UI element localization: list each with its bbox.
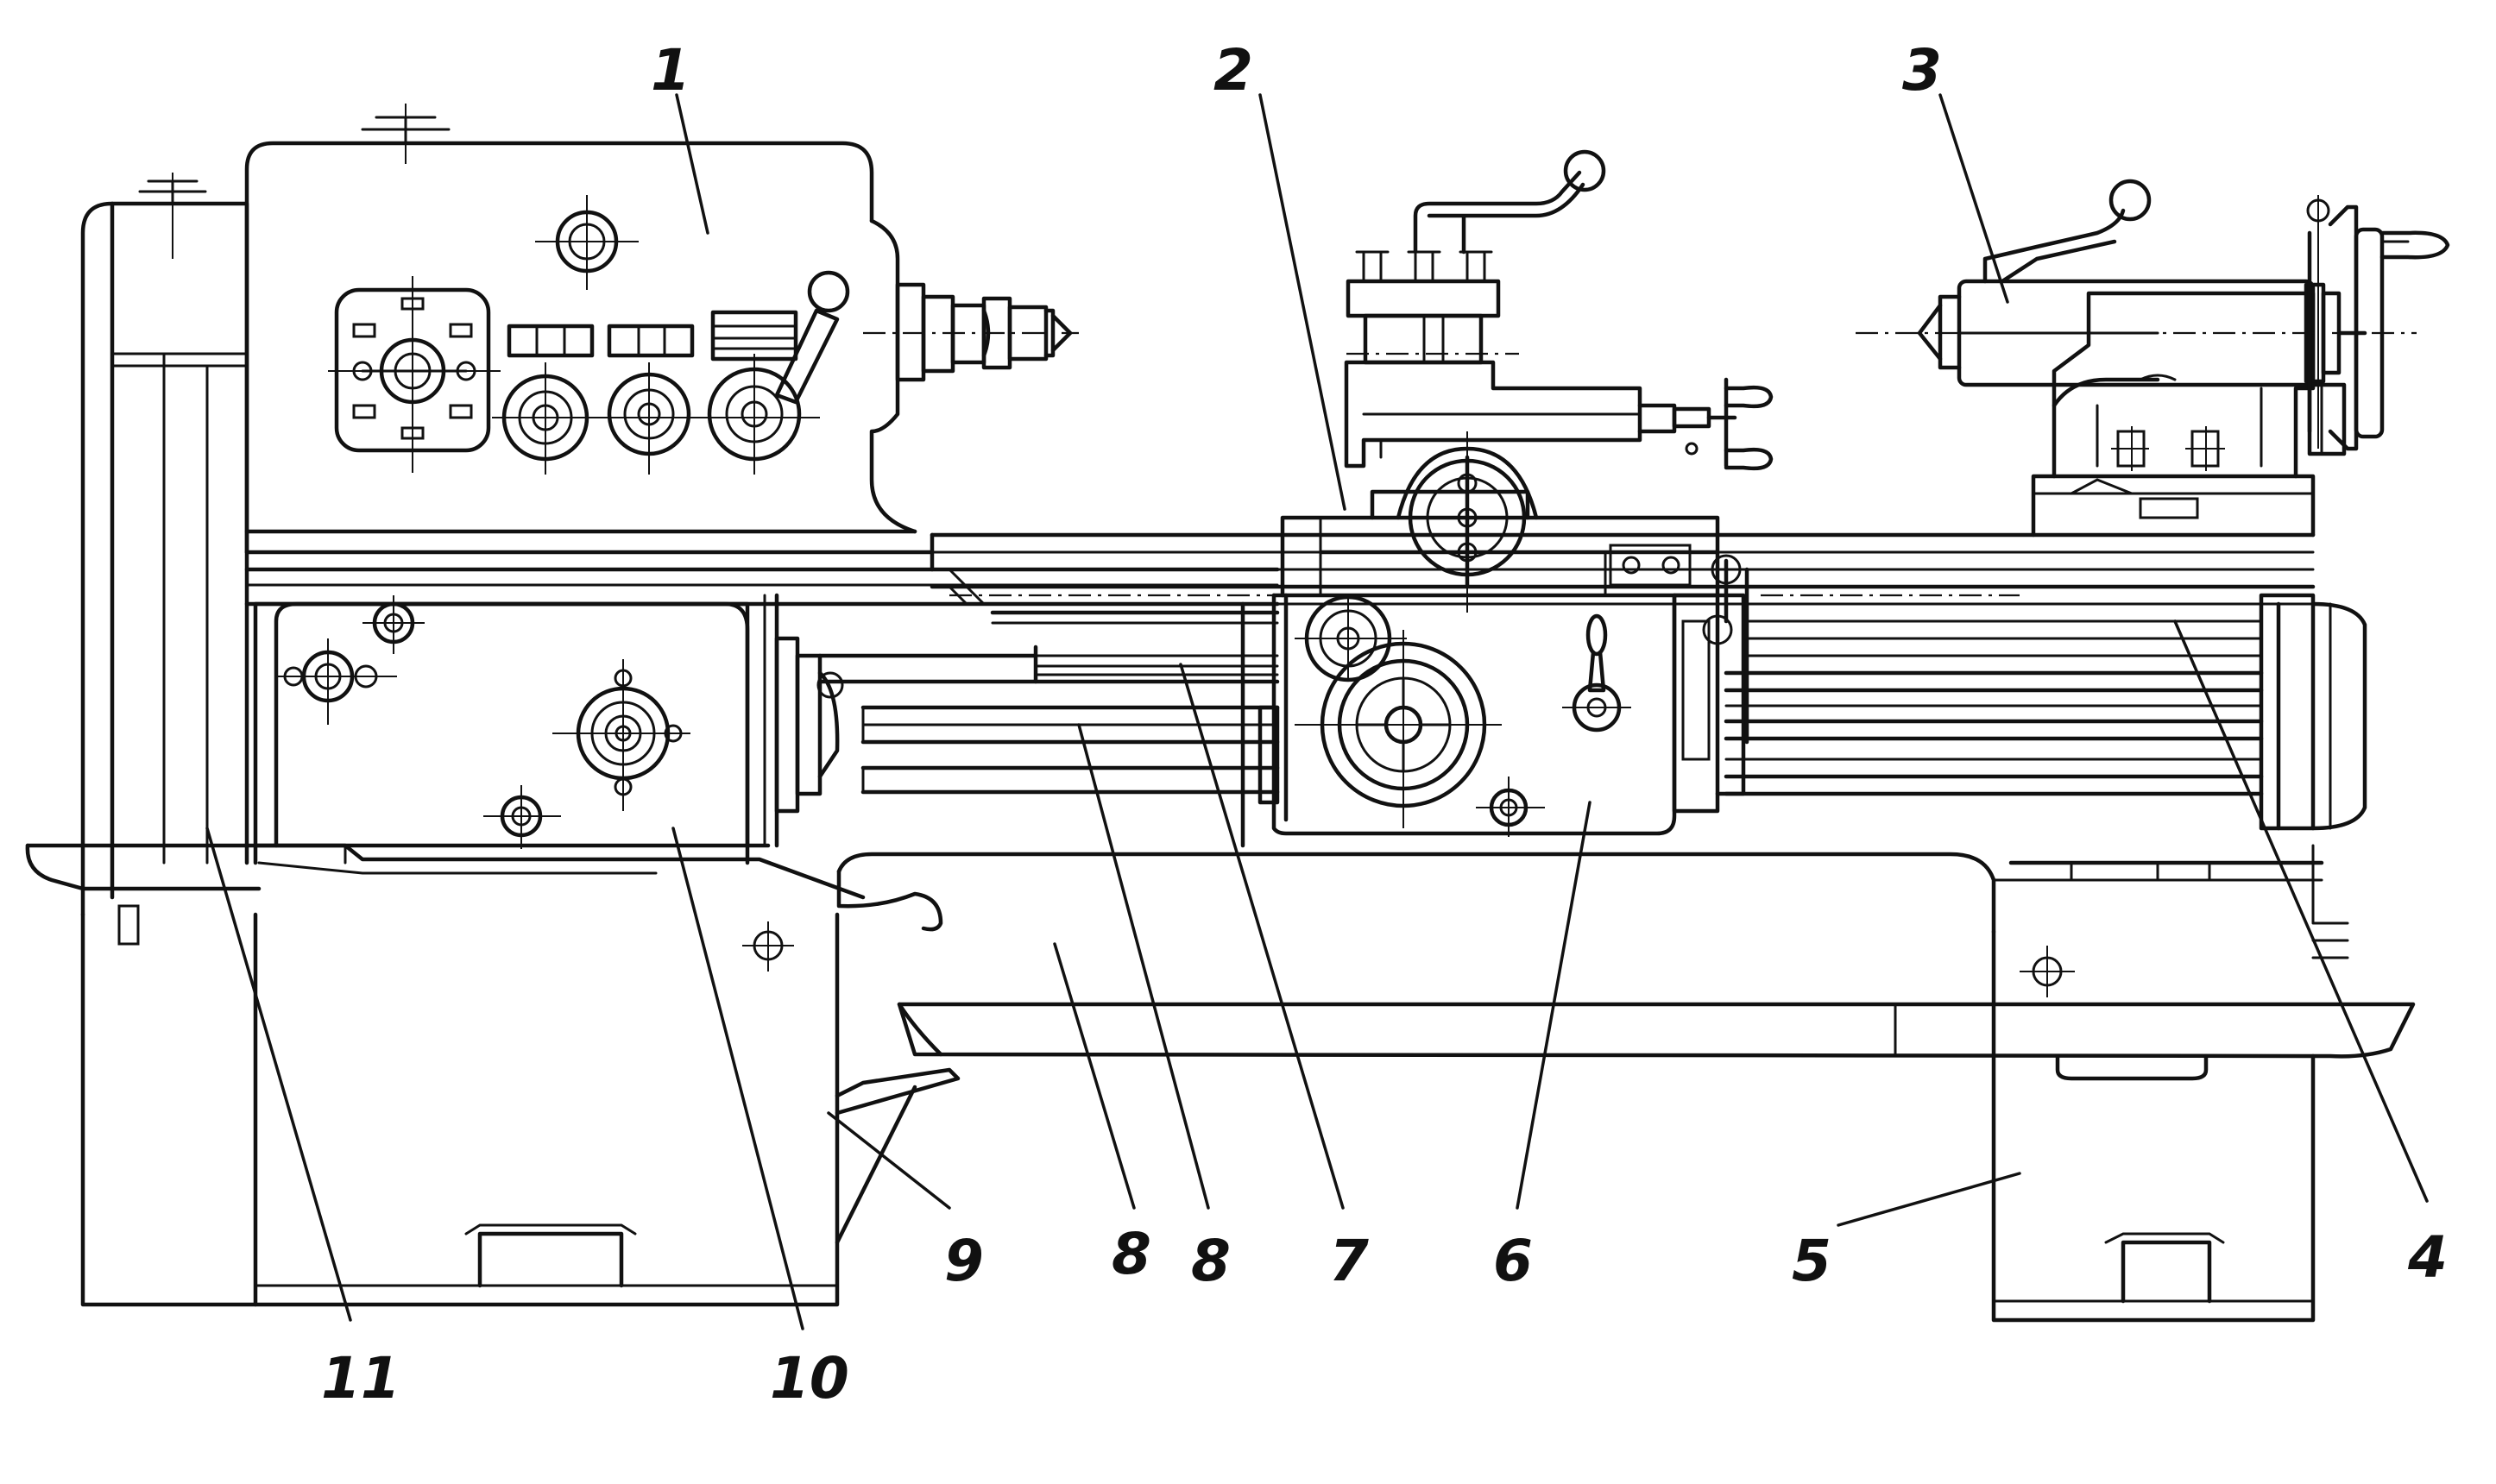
left-pedestal bbox=[80, 904, 961, 1307]
headstock bbox=[244, 104, 1079, 555]
quick-change-gearbox bbox=[253, 593, 844, 865]
carriage-apron bbox=[1257, 515, 1749, 837]
callout-11: 11 bbox=[321, 1345, 400, 1412]
tailstock bbox=[1856, 179, 2450, 538]
callout-1: 1 bbox=[651, 37, 690, 104]
callout-labels: 1 2 3 4 5 6 7 8 8 9 10 11 bbox=[321, 37, 2448, 1412]
gear-cover-column bbox=[80, 173, 249, 917]
callout-5: 5 bbox=[1792, 1228, 1831, 1294]
callout-8-right: 8 bbox=[1191, 1228, 1231, 1294]
callout-9: 9 bbox=[944, 1228, 984, 1294]
callout-3: 3 bbox=[1902, 37, 1942, 104]
lead-screw-feed-rod bbox=[817, 645, 2264, 796]
callout-7: 7 bbox=[1329, 1228, 1369, 1294]
compound-rest-tool-post bbox=[1344, 149, 1774, 613]
callout-4: 4 bbox=[2407, 1224, 2448, 1291]
callout-8-left: 8 bbox=[1112, 1221, 1151, 1287]
lower-bed-and-right-pedestal bbox=[836, 852, 2416, 1323]
right-end-bracket bbox=[2259, 593, 2367, 959]
callout-6: 6 bbox=[1493, 1228, 1533, 1294]
callout-10: 10 bbox=[770, 1345, 849, 1412]
callout-2: 2 bbox=[1213, 37, 1253, 104]
lathe-bed bbox=[244, 532, 2316, 848]
leader-lines bbox=[205, 93, 2429, 1330]
base-tray bbox=[25, 843, 866, 900]
